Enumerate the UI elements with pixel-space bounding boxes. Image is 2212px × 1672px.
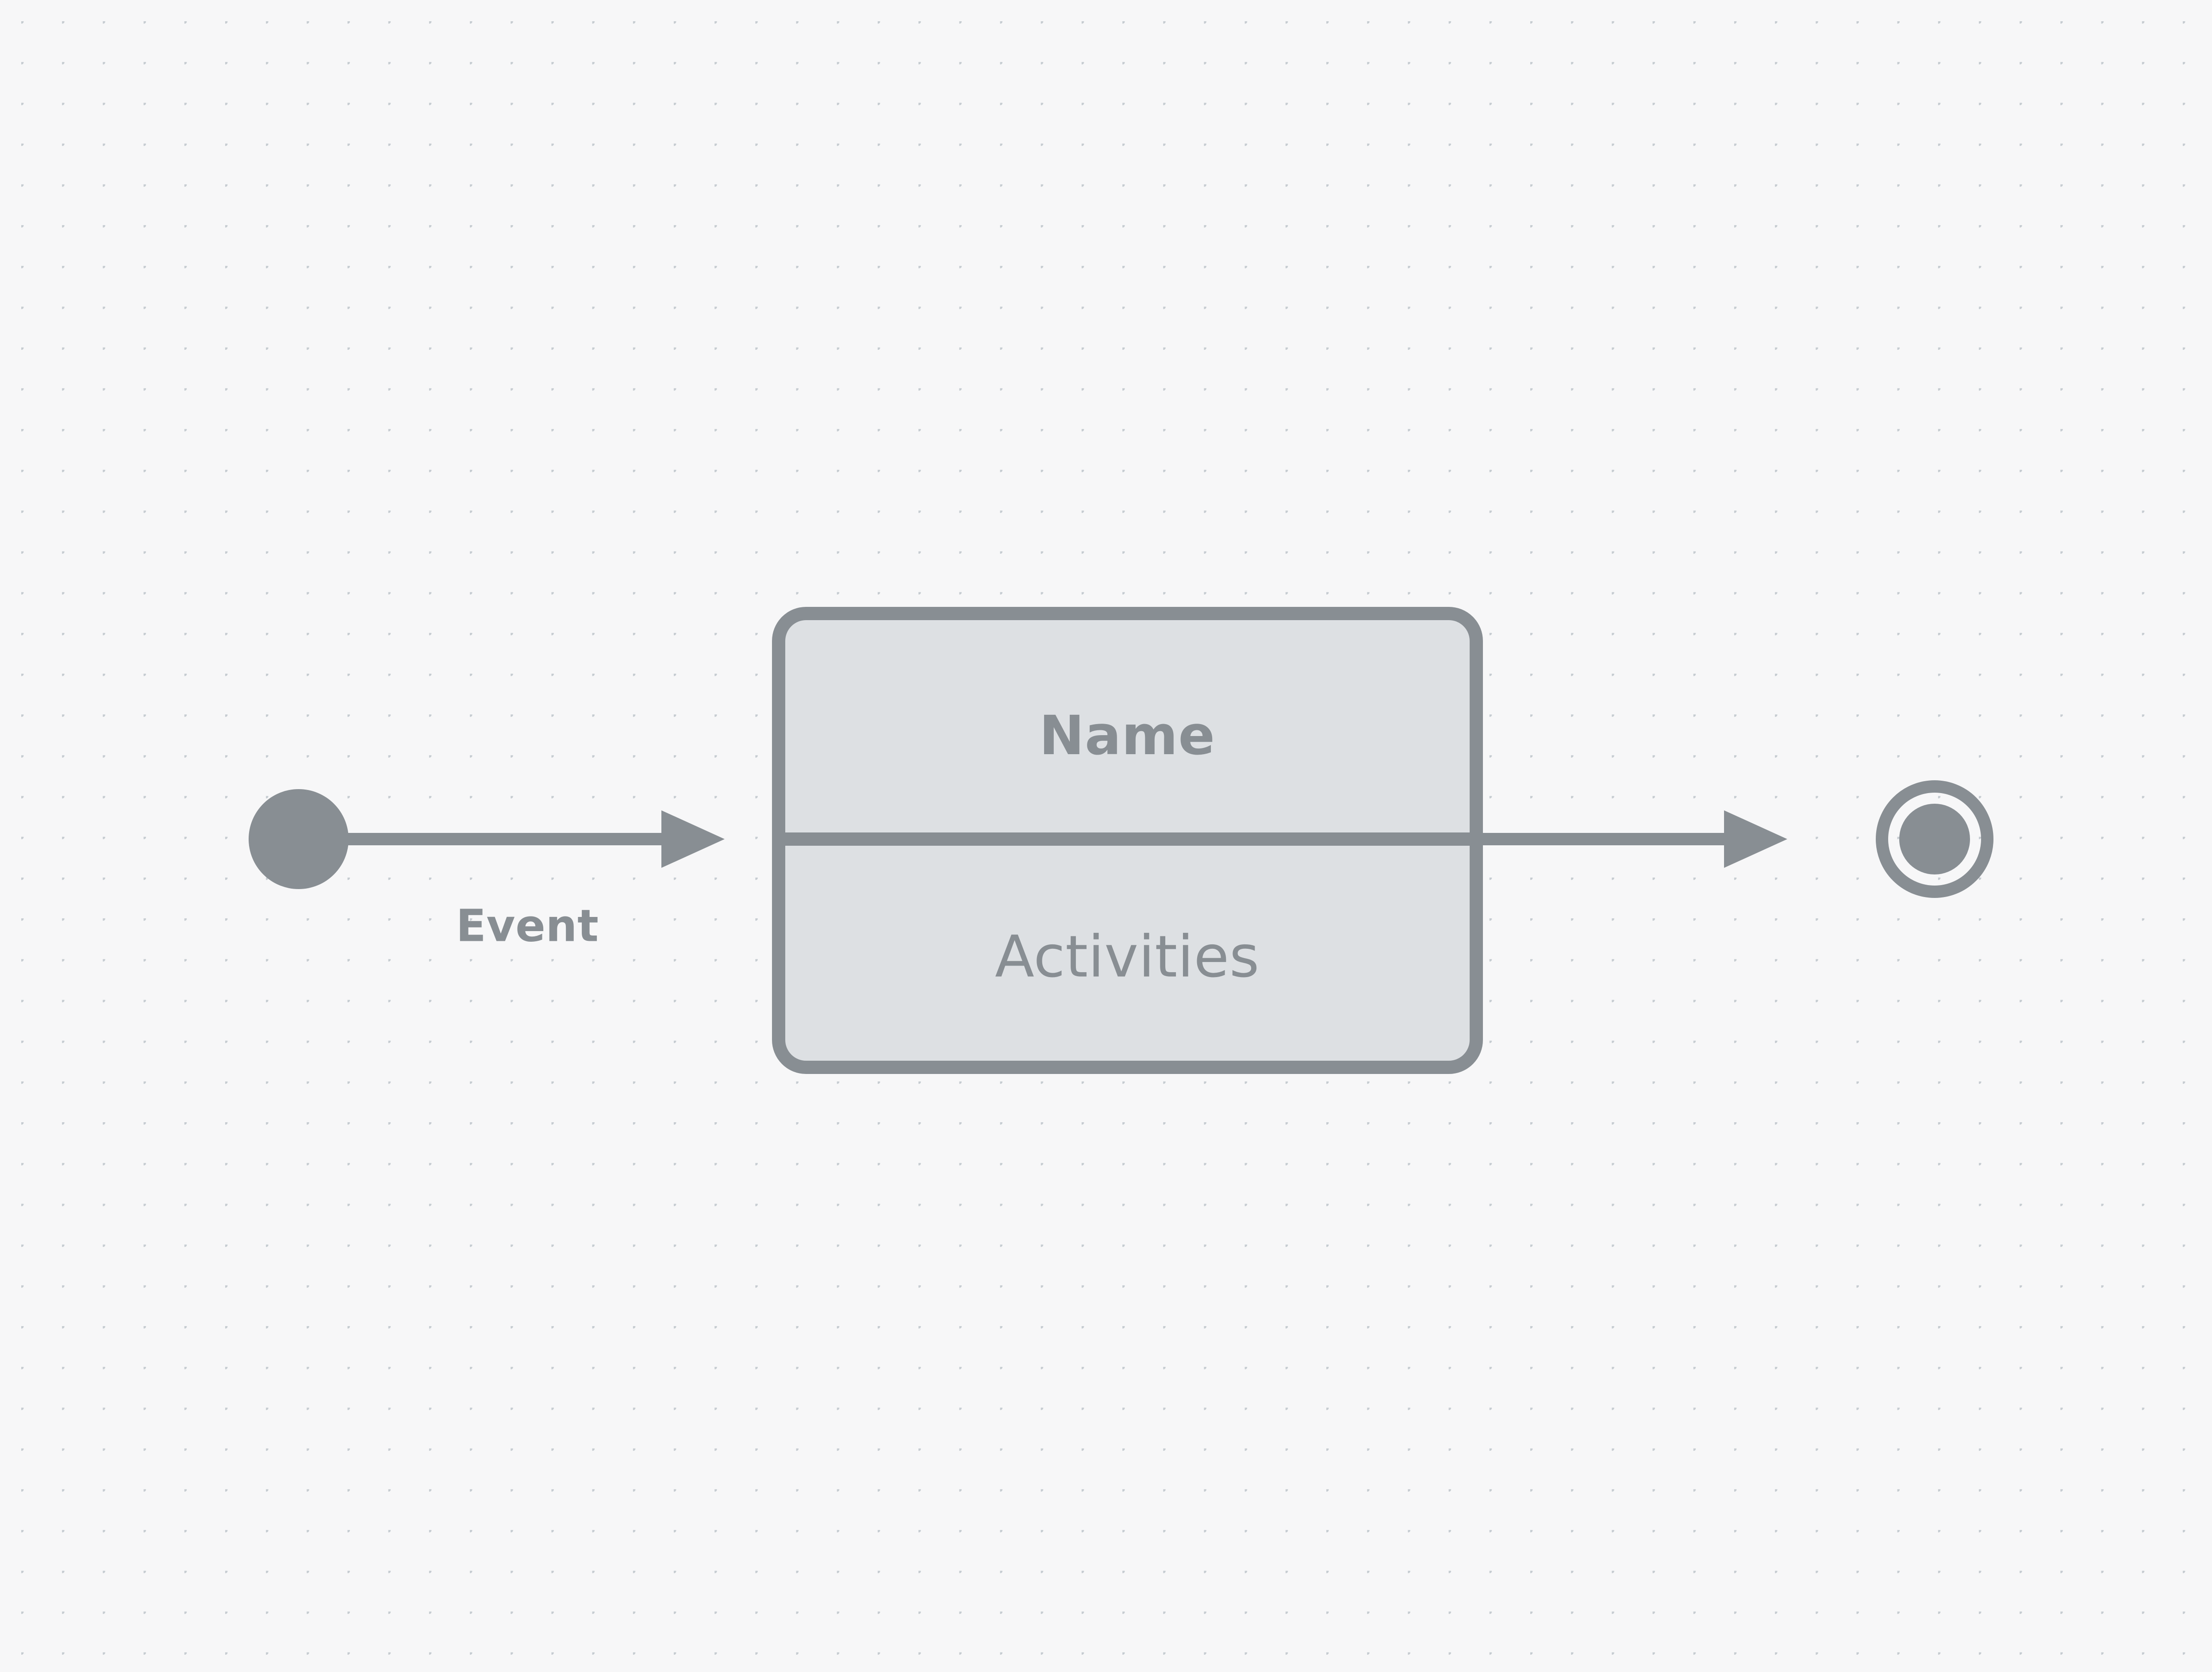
start-event-circle-icon <box>249 789 349 889</box>
task-name-label: Name <box>1039 704 1215 767</box>
flow-event-label: Event <box>456 900 599 951</box>
sequence-flow-to-end[interactable] <box>1483 810 1787 868</box>
end-event-inner-circle-icon <box>1899 804 1970 874</box>
end-event-outer-ring-icon <box>1876 780 1993 898</box>
start-event-node[interactable] <box>249 789 349 889</box>
task-activities-label: Activities <box>995 923 1260 990</box>
flow-event-arrowhead-icon <box>661 810 725 868</box>
end-event-node[interactable] <box>1876 780 1993 898</box>
sequence-flow-event[interactable] <box>299 810 725 868</box>
task-node[interactable] <box>772 607 1483 1074</box>
flow-to-end-arrowhead-icon <box>1724 810 1787 868</box>
